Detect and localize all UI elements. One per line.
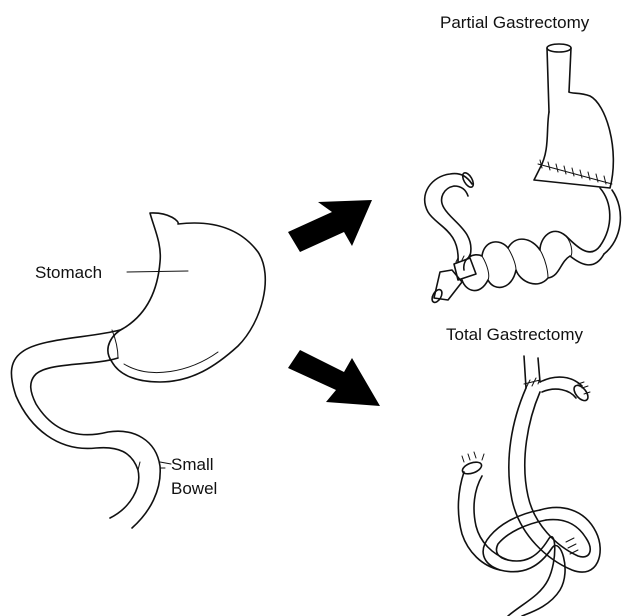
total-gastrectomy-title: Total Gastrectomy	[446, 325, 583, 344]
right-arrow-icon	[288, 350, 380, 406]
right-arrow-icon	[288, 200, 372, 252]
stomach-label: Stomach	[35, 263, 102, 282]
arrow-to-total	[288, 350, 380, 406]
stomach-outline	[108, 213, 265, 382]
total-gastrectomy-illustration	[458, 356, 600, 616]
small-bowel-outline	[11, 330, 138, 518]
small-bowel-label-line2: Bowel	[171, 479, 217, 498]
arrow-to-partial	[288, 200, 372, 252]
small-bowel-label-line1: Small	[171, 455, 214, 474]
partial-gastrectomy-title: Partial Gastrectomy	[440, 13, 590, 32]
partial-gastrectomy-illustration	[425, 44, 621, 304]
original-anatomy	[11, 213, 265, 528]
